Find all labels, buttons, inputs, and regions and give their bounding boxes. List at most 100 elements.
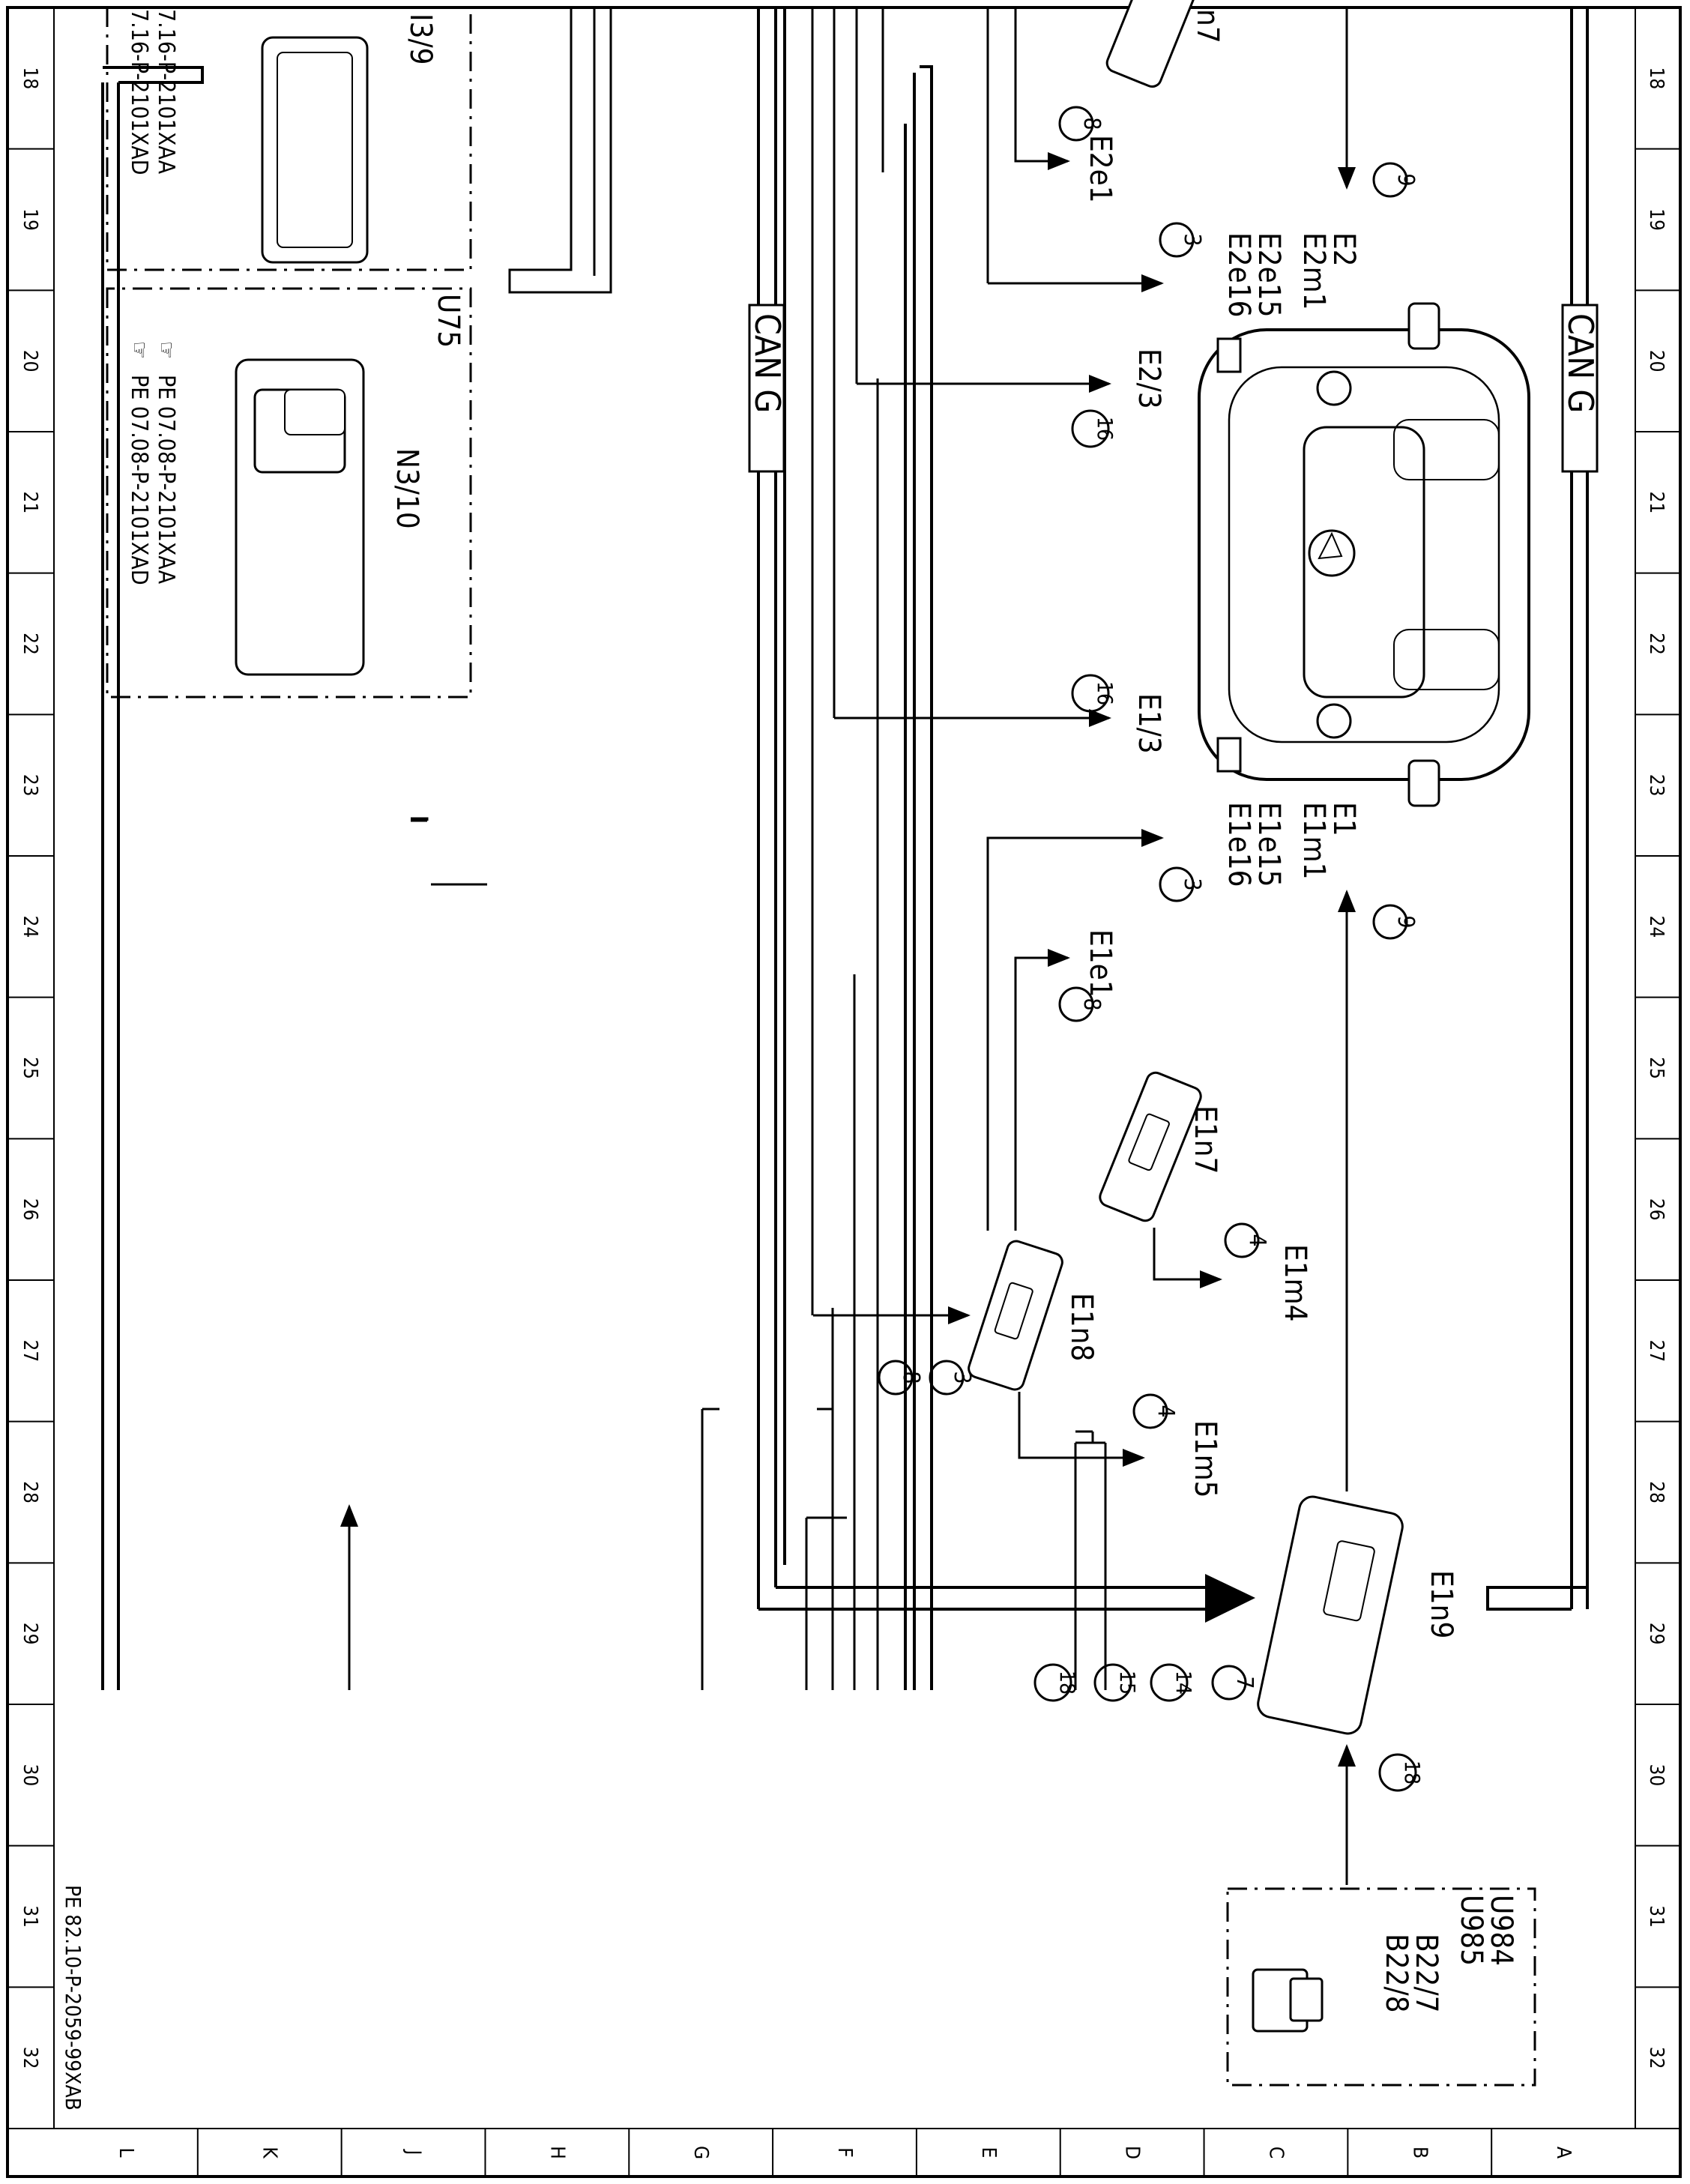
marker: 16 [1071,674,1117,713]
col-number-right: 24 [1645,915,1668,938]
svg-text:☞: ☞ [153,341,179,359]
svg-text:9: 9 [1392,915,1419,928]
col-number-left: 22 [19,633,41,655]
svg-text:8: 8 [1078,998,1105,1010]
page-frame [6,6,1682,2178]
label-n7: n7 [1190,9,1225,43]
svg-text:I3/9: I3/9 [403,13,438,65]
main-drawing: CAN G CAN G I3/9 7.16-P-2101XAA 7.16 [61,0,1601,2111]
marker: 9 [1372,904,1419,940]
marker: 7 [1211,1665,1258,1701]
rotated-content [101,65,1107,1690]
col-number-left: 30 [19,1764,41,1786]
row-letter: G [689,2146,712,2159]
marker: 14 [1150,1663,1196,1702]
col-number-left: 26 [19,1198,41,1221]
svg-text:16: 16 [1093,681,1117,705]
svg-text:B22/7: B22/7 [1409,1934,1443,2013]
svg-text:7: 7 [1231,1676,1258,1689]
marker: 3 [1159,866,1205,902]
control-unit-icon [261,36,369,264]
col-number-right: 25 [1645,1057,1668,1079]
svg-text:B22/8: B22/8 [1379,1934,1413,2013]
marker: 4 [1132,1393,1179,1429]
label-e1m1: E1m1 [1297,802,1331,880]
col-number-right: 22 [1645,633,1668,655]
label-e2e16: E2e16 [1222,232,1256,318]
col-number-right: 19 [1645,208,1668,231]
col-number-left: 32 [19,2047,41,2069]
row-letter: E [977,2147,1000,2159]
col-number-right: 27 [1645,1339,1668,1362]
col-number-right: 32 [1645,2047,1668,2069]
hand-pointer-icon: ☞ ☞ [126,341,179,359]
marker: 8 [1058,986,1105,1022]
bracket-line [1074,1443,1107,1690]
row-letter: H [546,2146,568,2159]
col-number-left: 27 [19,1339,41,1362]
marker: 3 [1159,222,1205,258]
svg-text:PE 07.08-P-2101XAA: PE 07.08-P-2101XAA [153,375,179,585]
marker: 16 [1071,409,1117,448]
sensor-icon [1252,1968,1324,2033]
label-e1n8: E1n8 [1064,1293,1099,1361]
svg-text:14: 14 [1171,1671,1196,1695]
label-e2e15: E2e15 [1252,232,1286,318]
col-number-left: 24 [19,915,41,938]
col-number-right: 28 [1645,1481,1668,1503]
marker: 18 [1378,1753,1425,1792]
module-e1n7-icon [1099,1071,1202,1222]
label-e2e1: E2e1 [1083,135,1117,203]
label-e1m4: E1m4 [1278,1244,1312,1322]
row-letter: C [1264,2147,1287,2159]
control-unit-icon [235,358,365,676]
label-e2: E2 [1327,232,1361,267]
row-letter: D [1121,2146,1144,2159]
col-number-left: 31 [19,1905,41,1928]
col-number-right: 26 [1645,1198,1668,1221]
can-bus-label-left: CAN G [747,304,788,473]
marker: 18 [1033,1663,1080,1702]
document-id: PE 82.10-P-2059-99XAB [61,1885,85,2111]
component-labels: n7 E2e1 E2 E2m1 E2e15 E2e16 E2/3 E1/3 E1… [1064,9,1458,1638]
col-number-right: 20 [1645,350,1668,372]
svg-text:18: 18 [1055,1671,1080,1695]
svg-text:3: 3 [949,1371,975,1384]
svg-text:15: 15 [1115,1671,1140,1695]
row-letter: L [115,2147,137,2157]
col-number-left: 28 [19,1481,41,1503]
label-e1e15: E1e15 [1252,802,1286,887]
svg-text:7.16-P-2101XAA: 7.16-P-2101XAA [153,9,179,175]
svg-text:7.16-P-2101XAD: 7.16-P-2101XAD [126,9,152,175]
svg-text:U75: U75 [431,294,465,348]
marker: 8 [878,1360,924,1396]
circled-markers: 8 9 3 16 16 3 9 8 4 3 8 4 7 14 15 18 18 [878,106,1425,1792]
label-e1n7: E1n7 [1188,1105,1222,1174]
module-n7-top-icon [1105,0,1195,88]
marker: 3 [929,1360,975,1396]
row-letter: B [1408,2147,1431,2159]
col-number-left: 20 [19,350,41,372]
marker: 4 [1224,1222,1270,1258]
marker: 8 [1058,106,1105,142]
col-number-right: 30 [1645,1764,1668,1786]
svg-text:18: 18 [1400,1761,1425,1785]
svg-text:4: 4 [1244,1234,1270,1246]
svg-text:9: 9 [1392,173,1419,186]
component-box-top: I3/9 7.16-P-2101XAA 7.16-P-2101XAD [106,7,472,271]
col-number-left: 19 [19,208,41,231]
label-e1-3: E1/3 [1132,693,1166,754]
label-e1e16: E1e16 [1222,802,1256,887]
col-number-left: 29 [19,1623,41,1645]
svg-text:16: 16 [1093,417,1117,441]
module-e1n8-icon [968,1240,1063,1391]
svg-text:N3/10: N3/10 [390,448,424,529]
svg-text:U985: U985 [1454,1895,1488,1966]
row-letter: A [1552,2147,1575,2159]
label-e1e1: E1e1 [1083,929,1117,998]
can-g-label: CAN G [747,313,788,413]
bus-lines [101,65,933,1690]
col-number-left: 21 [19,491,41,513]
component-box-u75: U75 N3/10 PE 07.08-P-2101XAA PE 07.08-P-… [106,287,472,699]
